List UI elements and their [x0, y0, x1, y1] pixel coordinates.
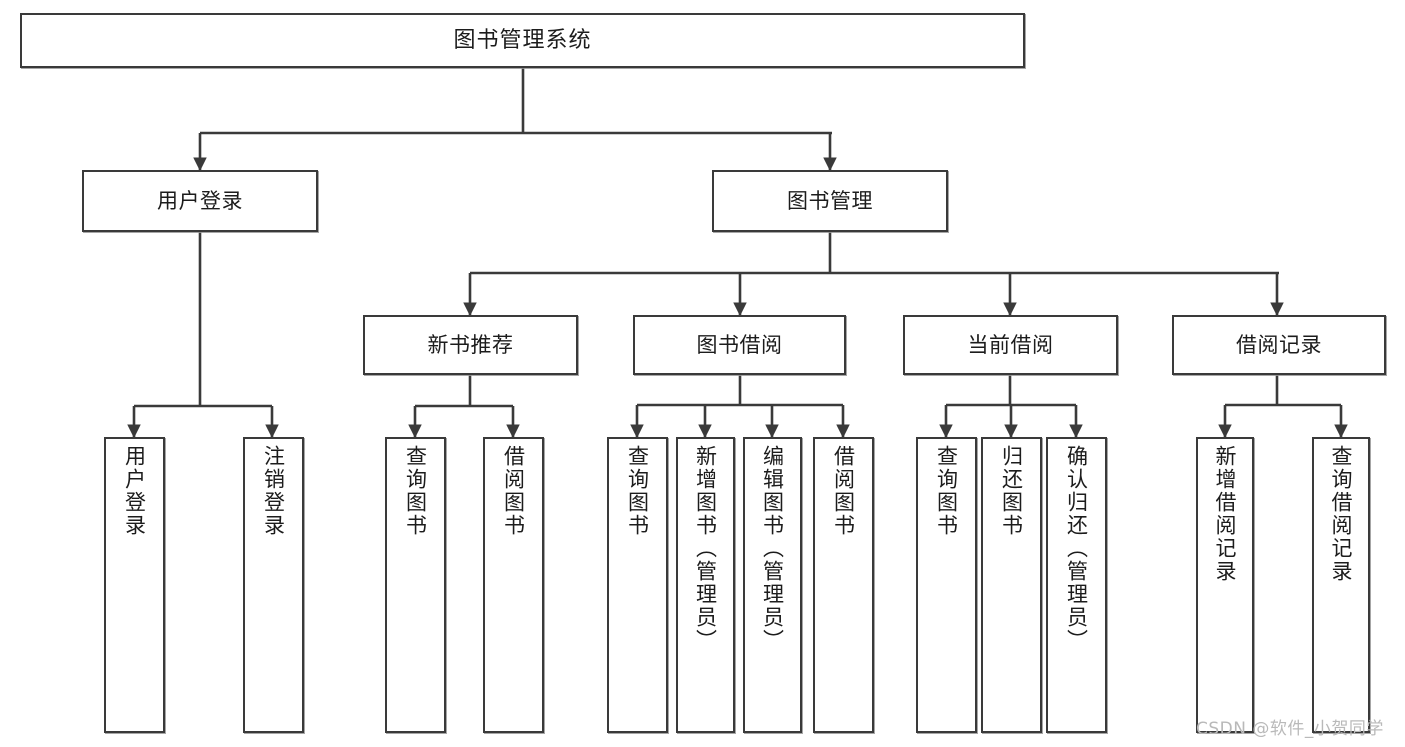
node-label: 新书推荐: [427, 332, 514, 357]
node-label: 新增图书（管理员）: [693, 445, 718, 652]
node-label: 确认归还（管理员）: [1064, 445, 1089, 652]
node-leaf-user-login[interactable]: 用户登录: [104, 437, 165, 733]
node-leaf-borrow-book-recommend[interactable]: 借阅图书: [483, 437, 544, 733]
node-leaf-logout-login[interactable]: 注销登录: [243, 437, 304, 733]
node-new-book-recommend[interactable]: 新书推荐: [363, 315, 578, 375]
node-leaf-add-borrow-record[interactable]: 新增借阅记录: [1196, 437, 1254, 733]
node-label: 用户登录: [157, 188, 243, 213]
node-label: 用户登录: [122, 445, 147, 537]
node-leaf-borrow-book[interactable]: 借阅图书: [813, 437, 874, 733]
node-label: 编辑图书（管理员）: [760, 445, 785, 652]
node-label: 查询借阅记录: [1329, 445, 1354, 583]
node-leaf-add-book[interactable]: 新增图书（管理员）: [676, 437, 735, 733]
node-label: 归还图书: [999, 445, 1024, 537]
node-borrow-record[interactable]: 借阅记录: [1172, 315, 1386, 375]
node-book-management[interactable]: 图书管理: [712, 170, 948, 232]
node-label: 图书管理: [787, 188, 873, 213]
node-label: 查询图书: [625, 445, 650, 537]
watermark-csdn: CSDN @软件_小贺同学: [1196, 719, 1384, 739]
node-label: 借阅图书: [831, 445, 856, 537]
node-label: 注销登录: [261, 445, 286, 537]
node-leaf-confirm-return[interactable]: 确认归还（管理员）: [1046, 437, 1107, 733]
node-label: 新增借阅记录: [1213, 445, 1238, 583]
node-leaf-return-book[interactable]: 归还图书: [981, 437, 1042, 733]
node-label: 查询图书: [403, 445, 428, 537]
node-label: 图书借阅: [696, 332, 783, 357]
node-leaf-query-book-recommend[interactable]: 查询图书: [385, 437, 446, 733]
node-leaf-edit-book[interactable]: 编辑图书（管理员）: [743, 437, 802, 733]
node-label: 图书管理系统: [453, 27, 592, 53]
node-label: 借阅记录: [1236, 332, 1322, 357]
node-label: 当前借阅: [967, 332, 1054, 357]
node-leaf-query-book-borrow[interactable]: 查询图书: [607, 437, 668, 733]
node-label: 查询图书: [934, 445, 959, 537]
node-user-login[interactable]: 用户登录: [82, 170, 318, 232]
node-book-borrow[interactable]: 图书借阅: [633, 315, 846, 375]
node-current-borrow[interactable]: 当前借阅: [903, 315, 1118, 375]
node-leaf-query-borrow-record[interactable]: 查询借阅记录: [1312, 437, 1370, 733]
node-label: 借阅图书: [501, 445, 526, 537]
node-leaf-query-book-current[interactable]: 查询图书: [916, 437, 977, 733]
node-root-book-management-system[interactable]: 图书管理系统: [20, 13, 1025, 68]
